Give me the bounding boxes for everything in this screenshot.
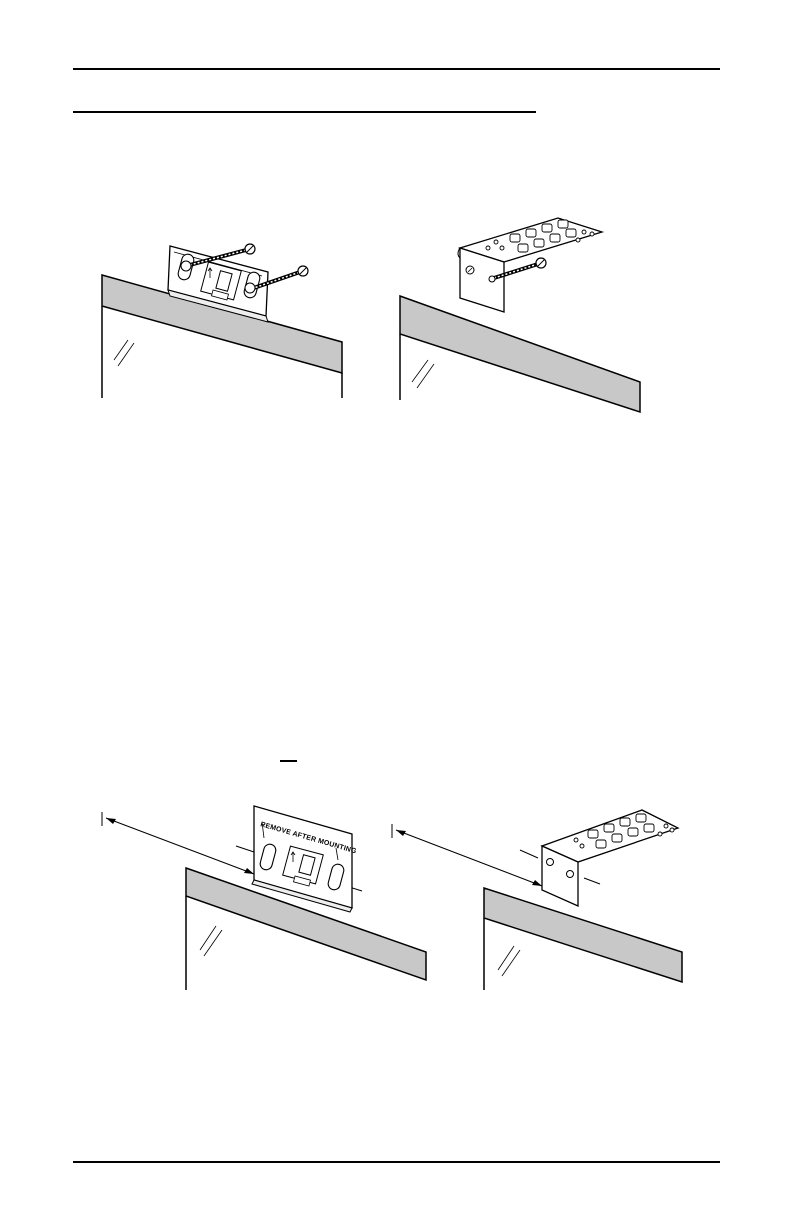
inside-mount-clip-figure (100, 228, 350, 403)
outside-mount-bracket-clip-with-extension-arrow-icon: REMOVE AFTER MOUNTING (96, 800, 431, 1000)
header-rule (73, 68, 720, 70)
inside-mount-bracket-clip-with-screws-icon (100, 228, 350, 403)
inside-mount-bracket-figure (398, 214, 643, 414)
inside-mount-l-bracket-with-screw-icon (398, 214, 643, 414)
footer-rule (73, 1161, 720, 1163)
outside-mount-l-bracket-with-extension-arrow-icon (388, 806, 688, 1001)
section-heading-underline (73, 111, 536, 113)
outside-mount-clip-figure: REMOVE AFTER MOUNTING (96, 800, 431, 1000)
outside-mount-bracket-figure (388, 806, 688, 1001)
inline-overline-mark (280, 760, 297, 762)
